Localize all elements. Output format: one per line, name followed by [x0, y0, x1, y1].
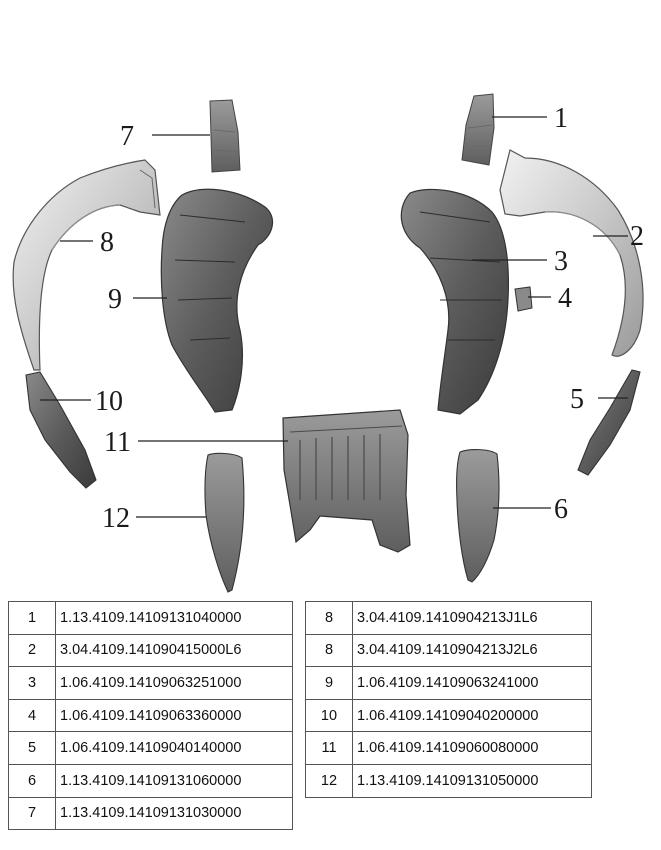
part-7-pad [209, 99, 241, 173]
part-3-inner-panel-right [400, 188, 509, 415]
item-number: 3 [8, 666, 56, 700]
item-number: 8 [305, 633, 353, 668]
callout-8: 8 [100, 227, 114, 258]
callout-2: 2 [630, 221, 644, 252]
exploded-parts-diagram: 1 2 3 4 5 6 7 8 9 10 11 12 [12, 93, 644, 593]
item-number: 8 [305, 601, 353, 635]
part-number: 1.13.4109.14109131040000 [55, 601, 293, 635]
callout-4: 4 [558, 283, 572, 314]
part-number: 1.06.4109.14109063360000 [55, 698, 293, 733]
item-number: 1 [8, 601, 56, 635]
part-number: 1.06.4109.14109040140000 [55, 731, 293, 765]
part-4-small-block [514, 286, 533, 312]
callout-6: 6 [554, 494, 568, 525]
part-number: 1.13.4109.14109131050000 [352, 763, 592, 798]
part-number: 3.04.4109.141090415000L6 [55, 633, 293, 668]
callout-9: 9 [108, 284, 122, 315]
part-10-lower-trim-left [25, 371, 97, 489]
part-number: 1.13.4109.14109131030000 [55, 796, 293, 831]
part-2-side-fairing-right [499, 149, 644, 357]
callout-1: 1 [554, 103, 568, 134]
callout-5: 5 [570, 384, 584, 415]
item-number: 7 [8, 796, 56, 831]
part-6-footboard-mat-right [456, 449, 500, 583]
callout-12: 12 [102, 503, 130, 534]
part-5-lower-trim-right [577, 369, 641, 476]
part-11-floor-pan [282, 409, 411, 553]
item-number: 12 [305, 763, 353, 798]
part-number: 1.06.4109.14109060080000 [352, 731, 592, 765]
item-number: 6 [8, 763, 56, 798]
part-12-footboard-mat-left [204, 452, 245, 593]
part-9-inner-panel-left [160, 188, 273, 413]
part-number: 1.06.4109.14109040200000 [352, 698, 592, 733]
callout-11: 11 [104, 427, 131, 458]
callout-7: 7 [120, 121, 134, 152]
part-1-pad [461, 93, 495, 166]
item-number: 9 [305, 666, 353, 700]
part-number: 3.04.4109.1410904213J1L6 [352, 601, 592, 635]
part-number: 1.06.4109.14109063241000 [352, 666, 592, 700]
item-number: 10 [305, 698, 353, 733]
part-number: 1.06.4109.14109063251000 [55, 666, 293, 700]
callout-10: 10 [95, 386, 123, 417]
item-number: 11 [305, 731, 353, 765]
callout-3: 3 [554, 246, 568, 277]
item-number: 2 [8, 633, 56, 668]
part-number: 3.04.4109.1410904213J2L6 [352, 633, 592, 668]
item-number: 4 [8, 698, 56, 733]
item-number: 5 [8, 731, 56, 765]
part-number: 1.13.4109.14109131060000 [55, 763, 293, 798]
part-8-side-fairing-left [12, 159, 161, 371]
